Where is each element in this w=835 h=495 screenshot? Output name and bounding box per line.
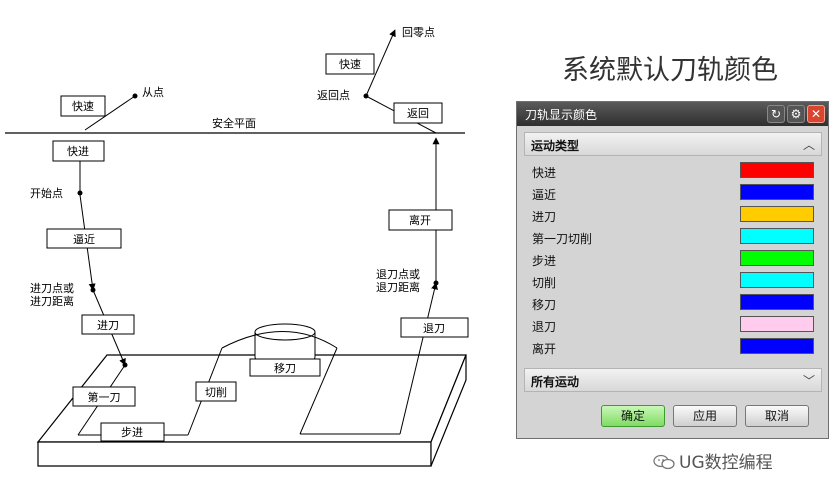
label-kuaijin: 快进 [52,140,105,162]
row-bujin: 步进 [524,248,822,270]
label-jindaodian-1: 进刀点或 [30,282,74,295]
wechat-icon [653,454,675,470]
toolpath-color-dialog: 刀轨显示颜色 ↻ ⚙ ✕ 运动类型 ︿ 快进 逼近 进刀 第一刀切削 步进 切削 [516,101,829,439]
label-fanhui: 返回 [393,102,443,124]
toolpath-diagram: 快速 快速 返回 快进 离开 逼近 进刀 退刀 移刀 切削 第一刀 步 [5,26,469,467]
svg-text:移刀: 移刀 [274,362,296,375]
row-bijin: 逼近 [524,182,822,204]
row-likai: 离开 [524,336,822,358]
row-yidao: 移刀 [524,292,822,314]
chevron-down-icon[interactable]: ﹀ [802,374,815,388]
label-tuidao: 退刀 [400,317,469,338]
ok-button[interactable]: 确定 [601,405,665,427]
label-congdian: 从点 [142,86,164,99]
row-kuaijin: 快进 [524,160,822,182]
row-label: 快进 [532,166,557,180]
section-all-motion[interactable]: 所有运动 ﹀ [524,368,822,392]
row-label: 移刀 [532,298,557,312]
color-swatch[interactable] [740,338,814,354]
svg-text:快速: 快速 [72,100,94,113]
section-motion-type[interactable]: 运动类型 ︿ [524,132,822,156]
chevron-up-icon[interactable]: ︿ [802,138,815,152]
svg-text:退刀: 退刀 [423,322,445,335]
label-anquan: 安全平面 [212,116,256,130]
svg-text:切削: 切削 [205,385,227,399]
dialog-title: 刀轨显示颜色 [525,108,598,122]
label-jindaodian-2: 进刀距离 [30,294,74,308]
row-tuidao: 退刀 [524,314,822,336]
svg-text:快速: 快速 [339,58,361,71]
label-likai: 离开 [388,209,453,231]
svg-text:第一刀: 第一刀 [88,390,121,404]
section-all-motion-label: 所有运动 [531,375,580,389]
label-huilingdian: 回零点 [402,26,435,39]
watermark-text: UG数控编程 [679,453,773,473]
svg-text:返回: 返回 [407,107,429,120]
apply-button[interactable]: 应用 [673,405,737,427]
label-diyidao: 第一刀 [72,386,136,407]
page-title: 系统默认刀轨颜色 [562,55,778,86]
close-icon[interactable]: ✕ [807,105,825,123]
label-jindao: 进刀 [81,314,135,335]
label-qiexiao: 切削 [195,381,237,402]
label-kuaisu-top: 快速 [325,53,375,75]
label-yidao: 移刀 [249,358,321,377]
svg-text:步进: 步进 [121,426,143,439]
label-bijin: 逼近 [46,228,122,249]
svg-text:进刀: 进刀 [97,319,119,332]
svg-text:快进: 快进 [67,145,89,158]
color-swatch[interactable] [740,228,814,244]
row-diyidao: 第一刀切削 [524,226,822,248]
dialog-titlebar[interactable]: 刀轨显示颜色 ↻ ⚙ ✕ [517,102,828,126]
label-kaishidian: 开始点 [30,186,63,200]
row-qiexiao: 切削 [524,270,822,292]
row-label: 步进 [532,254,557,268]
svg-text:离开: 离开 [409,213,431,227]
row-label: 离开 [532,342,557,356]
color-swatch[interactable] [740,162,814,178]
svg-text:逼近: 逼近 [73,233,95,246]
color-swatch[interactable] [740,272,814,288]
label-kuaisu-left: 快速 [60,95,106,117]
row-label: 逼近 [532,188,557,202]
gear-icon[interactable]: ⚙ [787,105,805,123]
row-jindao: 进刀 [524,204,822,226]
color-swatch[interactable] [740,250,814,266]
path-points [77,93,439,368]
color-swatch[interactable] [740,316,814,332]
color-swatch[interactable] [740,206,814,222]
section-motion-type-label: 运动类型 [531,139,580,153]
color-swatch[interactable] [740,184,814,200]
row-label: 进刀 [532,210,557,224]
watermark: UG数控编程 [653,448,773,473]
label-tuidaodian-2: 退刀距离 [376,280,420,294]
row-label: 第一刀切削 [532,232,593,246]
row-label: 切削 [532,276,557,290]
reset-icon[interactable]: ↻ [767,105,785,123]
workpiece-block [36,354,467,467]
label-fanhuidian: 返回点 [317,89,350,102]
label-bujin: 步进 [100,422,165,442]
label-tuidaodian-1: 退刀点或 [376,268,420,281]
cancel-button[interactable]: 取消 [745,405,809,427]
row-label: 退刀 [532,320,557,334]
color-swatch[interactable] [740,294,814,310]
